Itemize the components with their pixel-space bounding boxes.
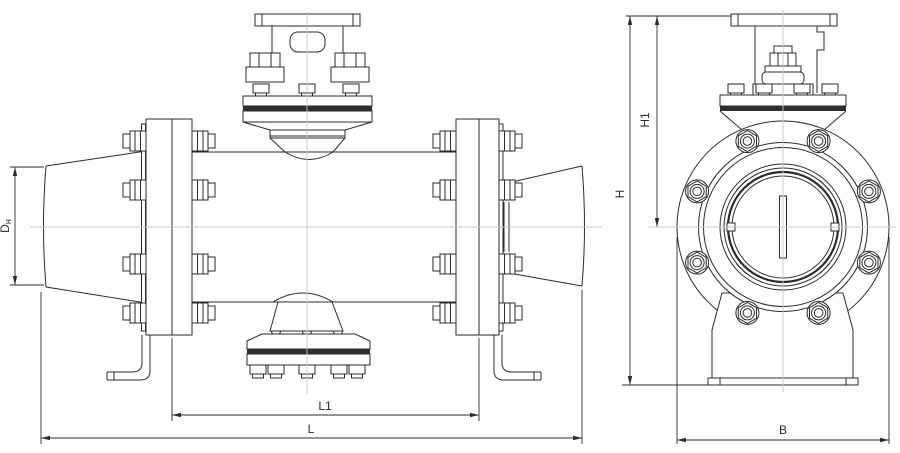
flange-nut [856,179,881,204]
outlet-cone-bottom-edge [502,271,583,287]
cover-nut [267,364,285,379]
top-mount-plate [254,13,361,27]
inlet-cone-face [43,165,47,288]
top-bonnet-assembly [242,13,373,160]
left-support-leg [106,335,151,381]
dim-b: B [676,237,890,444]
flange-bolt [122,253,147,275]
flange-nut [856,250,881,275]
column-notch [816,26,825,93]
dim-l: L [40,290,583,444]
flange-bolt [122,179,147,201]
dim-dn-label: Dн [0,219,13,233]
stud-nut [249,52,281,68]
liner-tab [735,263,747,274]
flange-nut [806,129,831,154]
dim-l-label: L [308,422,315,436]
cover-flange [246,333,371,350]
flange-nut [191,302,216,324]
inlet-cone [43,150,147,304]
dim-l1-label: L1 [318,399,332,413]
small-nut [252,83,270,98]
stud-nut [334,52,366,68]
flange-nut [191,179,216,201]
flange-bolt [432,302,457,324]
dim-h: H [613,15,731,386]
bottom-cover-assembly [246,292,371,379]
flange-nut [191,130,216,152]
flange-bolt [122,130,147,152]
cover-nut [348,364,366,379]
liner-tab [819,180,831,191]
dim-dn: Dн [0,166,44,286]
flange-bolt [432,179,457,201]
flange-nut [498,253,523,275]
top-mount-plate [730,13,838,27]
bonnet-neck-dome [284,151,334,160]
bonnet-gasket-band [243,106,372,111]
dim-b-label: B [779,423,787,437]
flange-bolt [432,130,457,152]
bonnet-flange [242,95,373,107]
left-view: Dн L1 L [0,12,602,444]
flange-bolt [122,302,147,324]
flange-nut [191,253,216,275]
liner-tab [735,180,747,191]
yoke-window [289,31,326,53]
flange-nut [735,129,760,154]
bottom-dome [272,292,334,303]
flange-nut [498,302,523,324]
flange-nut [685,179,710,204]
right-support-leg [493,335,542,381]
cover-nut [330,364,348,379]
flange-nut [806,300,831,325]
flange-nut [735,300,760,325]
gasket [141,123,146,332]
dim-l1: L1 [171,338,480,421]
dim-h1: H1 [638,16,660,227]
cover-nut [249,364,267,379]
flange-nut [498,179,523,201]
gasket [498,123,504,332]
liner-tab [819,263,831,274]
outlet-cone-face [581,165,585,287]
flange-nut [685,250,710,275]
small-nut [342,83,360,98]
cover-gasket-band [247,349,370,354]
inlet-cone-bottom-edge [45,286,147,304]
top-mount-column [730,13,838,93]
dim-h-label: H [613,190,627,199]
flange-nut [498,130,523,152]
inlet-cone-top-edge [45,150,147,167]
flange-bolt [432,253,457,275]
right-view: H H1 B [613,10,896,444]
dim-h1-label: H1 [638,112,652,128]
outlet-cone-top-edge [502,165,583,185]
